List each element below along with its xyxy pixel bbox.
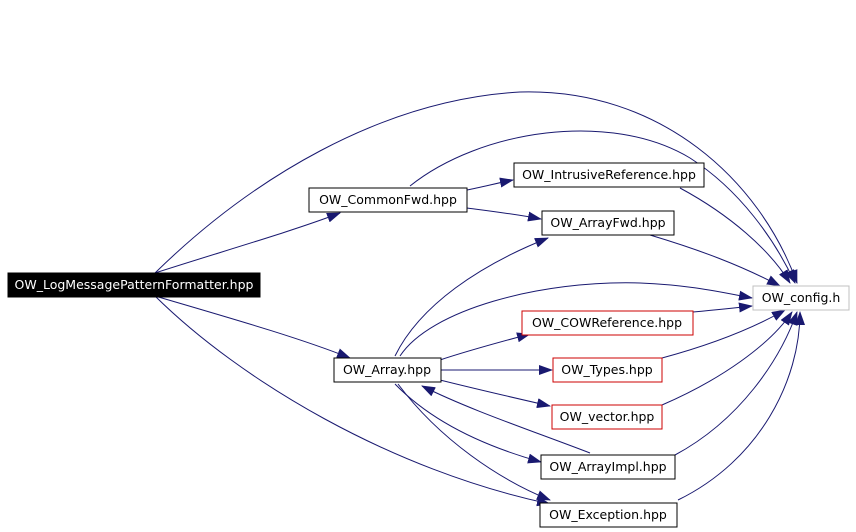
edge-root-array bbox=[154, 295, 351, 359]
edge-array-arrayfwd bbox=[394, 237, 549, 357]
edge-array-arrayimpl bbox=[394, 383, 542, 464]
node-cowref-label: OW_COWReference.hpp bbox=[532, 315, 682, 330]
node-types-label: OW_Types.hpp bbox=[561, 362, 653, 377]
node-vector[interactable]: OW_vector.hpp bbox=[551, 404, 663, 430]
node-root[interactable]: OW_LogMessagePatternFormatter.hpp bbox=[7, 272, 261, 298]
node-types[interactable]: OW_Types.hpp bbox=[552, 357, 663, 383]
edge-array-config bbox=[399, 282, 753, 357]
node-config-label: OW_config.h bbox=[762, 290, 841, 305]
node-intrusive[interactable]: OW_IntrusiveReference.hpp bbox=[513, 162, 705, 188]
node-exception[interactable]: OW_Exception.hpp bbox=[539, 502, 678, 528]
edge-array-cowref bbox=[439, 332, 531, 361]
node-cowref[interactable]: OW_COWReference.hpp bbox=[521, 310, 694, 336]
node-config[interactable]: OW_config.h bbox=[752, 285, 850, 311]
edge-arrayimpl-array bbox=[421, 385, 591, 454]
node-commonfwd-label: OW_CommonFwd.hpp bbox=[319, 192, 457, 207]
node-arrayimpl[interactable]: OW_ArrayImpl.hpp bbox=[540, 454, 676, 480]
edge-array-exception bbox=[397, 383, 551, 501]
edge-arrayimpl-config bbox=[674, 311, 798, 456]
edge-commonfwd-arrayfwd bbox=[466, 207, 542, 222]
edge-root-config bbox=[154, 91, 798, 284]
edge-vector-config bbox=[661, 311, 793, 406]
node-arrayimpl-label: OW_ArrayImpl.hpp bbox=[549, 459, 666, 474]
node-intrusive-label: OW_IntrusiveReference.hpp bbox=[522, 167, 696, 182]
edge-array-vector bbox=[439, 379, 551, 408]
edge-intrusive-config bbox=[679, 187, 791, 284]
node-vector-label: OW_vector.hpp bbox=[560, 409, 655, 424]
edge-cowref-config bbox=[692, 302, 753, 313]
edge-root-commonfwd bbox=[154, 212, 341, 274]
edge-arrayfwd-config bbox=[649, 234, 781, 287]
edge-root-exception bbox=[154, 295, 551, 507]
node-exception-label: OW_Exception.hpp bbox=[549, 507, 667, 522]
node-root-label: OW_LogMessagePatternFormatter.hpp bbox=[15, 277, 254, 292]
edge-exception-config bbox=[677, 311, 805, 501]
node-array-label: OW_Array.hpp bbox=[343, 362, 431, 377]
edge-commonfwd-intrusive bbox=[466, 177, 514, 191]
node-arrayfwd-label: OW_ArrayFwd.hpp bbox=[550, 215, 665, 230]
edge-types-config bbox=[661, 309, 786, 359]
node-commonfwd[interactable]: OW_CommonFwd.hpp bbox=[308, 187, 468, 213]
edge-commonfwd-config bbox=[409, 130, 796, 284]
node-array[interactable]: OW_Array.hpp bbox=[333, 357, 442, 383]
node-arrayfwd[interactable]: OW_ArrayFwd.hpp bbox=[541, 210, 675, 236]
